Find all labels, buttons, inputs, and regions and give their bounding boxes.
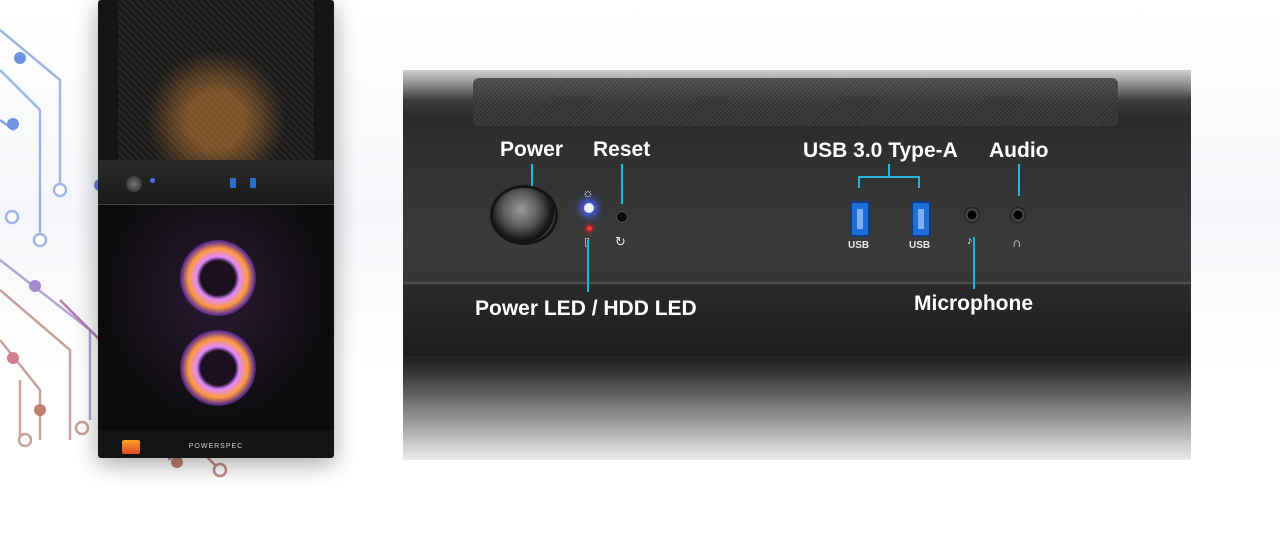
tower-power-led [150, 178, 155, 183]
circuit-decoration [0, 29, 228, 478]
brand-logo: POWERSPEC [188, 443, 244, 450]
headphone-icon: ∩ [1012, 235, 1022, 250]
top-mesh-panel [118, 0, 314, 160]
brand-sticker [122, 440, 140, 454]
reset-callout-line [621, 164, 623, 204]
usb-callout-line [858, 176, 860, 188]
panel-edge [403, 282, 1191, 286]
usb-port-label: USB [848, 240, 870, 251]
io-panel-closeup: ☼ ▯ ↻ USB USB ♪ ∩ [403, 70, 1191, 460]
reset-label: Reset [593, 138, 651, 161]
rgb-fan [180, 240, 256, 316]
power-callout-line [531, 164, 533, 186]
power-button [493, 188, 555, 242]
front-face [403, 286, 1191, 356]
led-label: Power LED / HDD LED [475, 297, 697, 320]
hdd-led [587, 226, 592, 231]
microphone-icon: ♪ [967, 235, 973, 247]
reset-arrow-icon: ↻ [615, 234, 626, 249]
power-led [584, 203, 594, 213]
usb-port-right [911, 201, 931, 237]
microphone-label: Microphone [914, 292, 1033, 315]
power-label: Power [500, 138, 564, 161]
rgb-fan [180, 330, 256, 406]
headphone-jack [1010, 207, 1026, 223]
tower-power-button [126, 176, 142, 192]
pc-tower: POWERSPEC [98, 0, 334, 458]
usb-label: USB 3.0 Type-A [803, 139, 958, 162]
usb-port-label: USB [909, 240, 931, 251]
sun-icon: ☼ [582, 185, 594, 200]
audio-callout-line [1018, 164, 1020, 196]
tower-usb-port [230, 178, 236, 188]
tower-usb-port [250, 178, 256, 188]
led-callout-line [587, 240, 589, 292]
microphone-jack [964, 207, 980, 223]
audio-label: Audio [989, 139, 1049, 162]
top-mesh-grille [473, 78, 1118, 126]
reset-button [615, 210, 629, 224]
usb-port-left [850, 201, 870, 237]
usb-callout-line [888, 164, 890, 178]
microphone-callout-line [973, 237, 975, 289]
usb-callout-line [918, 176, 920, 188]
glass-front-panel [98, 205, 334, 430]
top-io-panel [98, 160, 334, 205]
